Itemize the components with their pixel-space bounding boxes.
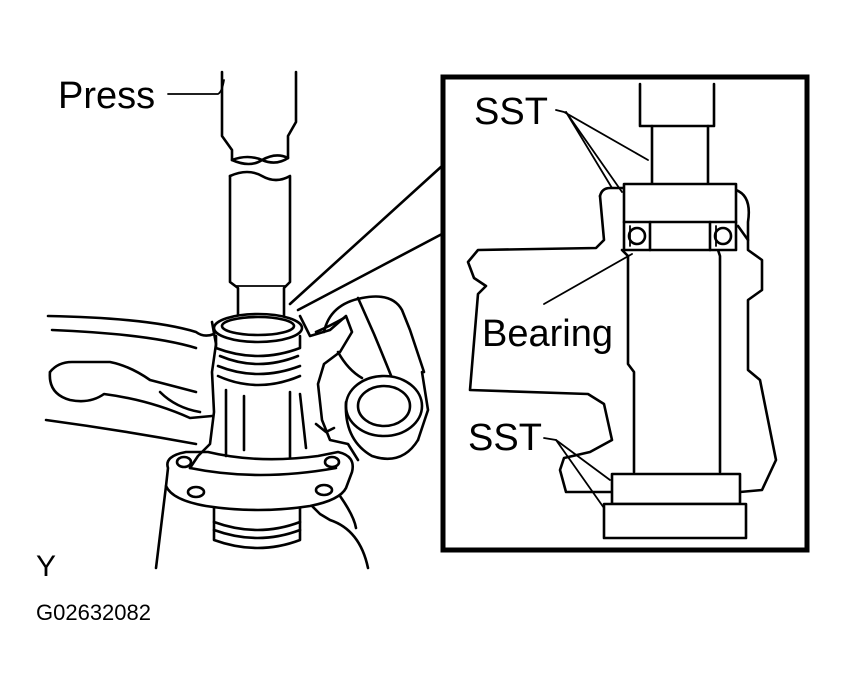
figure-code-label: G02632082 (36, 600, 151, 625)
inset-leader-lines (543, 109, 649, 509)
bearing-label: Bearing (482, 313, 613, 355)
press-leader-line (167, 79, 225, 95)
detail-cross-section (466, 82, 778, 540)
view-marker-label: Y (36, 550, 56, 583)
sst-upper-label: SST (474, 91, 548, 133)
knuckle-assembly-drawing (44, 70, 430, 570)
detail-inset-frame (440, 74, 810, 553)
press-label: Press (58, 75, 155, 117)
sst-lower-label: SST (468, 417, 542, 459)
zoom-callout-lines (288, 164, 444, 312)
